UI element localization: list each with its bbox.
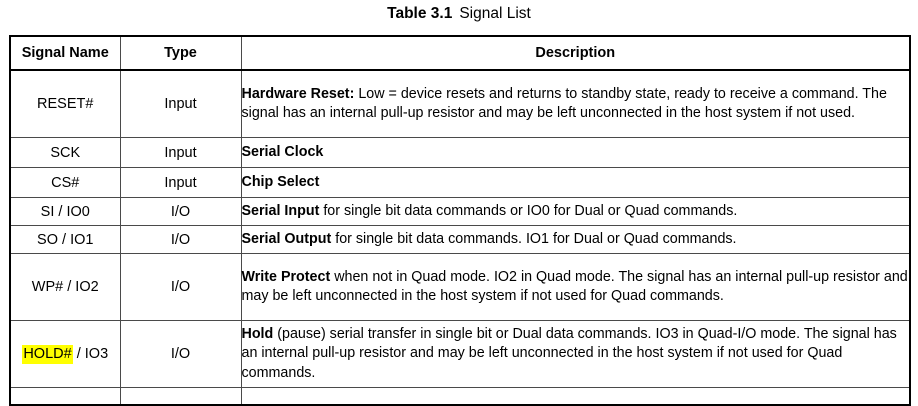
table-header-row: Signal Name Type Description <box>9 36 911 71</box>
table-header: Signal Name Type Description <box>9 36 911 71</box>
table-row: SI / IO0 I/O Serial Input for single bit… <box>9 197 911 226</box>
highlight-marker: HOLD# <box>22 345 73 364</box>
table-body: RESET# Input Hardware Reset: Low = devic… <box>9 69 911 406</box>
cell-description: Serial Clock <box>240 137 911 168</box>
cell-type: I/O <box>119 320 242 388</box>
table-row: SCK Input Serial Clock <box>9 137 911 168</box>
cell-signal-name: SCK <box>9 137 121 168</box>
description-term: Hold <box>241 326 274 343</box>
cell-type: Input <box>119 69 242 138</box>
cell-signal-name: WP# / IO2 <box>9 253 121 321</box>
signal-name-suffix: / IO3 <box>72 346 109 362</box>
cell-signal-name: HOLD# / IO3 <box>9 320 121 388</box>
table-caption-label: Table 3.1 <box>387 5 453 22</box>
description-term: Chip Select <box>241 173 320 190</box>
signal-list-table: Signal Name Type Description RESET# Inpu… <box>9 35 911 406</box>
cell-description: Write Protect when not in Quad mode. IO2… <box>240 253 911 321</box>
table-row: SO / IO1 I/O Serial Output for single bi… <box>9 225 911 254</box>
description-body: when not in Quad mode. IO2 in Quad mode.… <box>241 268 908 304</box>
description-term: Hardware Reset: <box>241 85 355 102</box>
description-term: Write Protect <box>241 268 331 285</box>
cell-type: I/O <box>119 197 242 226</box>
description-body: for single bit data commands or IO0 for … <box>319 202 738 219</box>
cell-signal-name: RESET# <box>9 69 121 138</box>
cell-description: Serial Input for single bit data command… <box>240 197 911 226</box>
cell-type: Input <box>119 137 242 168</box>
table-caption-title: Signal List <box>459 5 531 22</box>
description-body: Low = device resets and returns to stand… <box>241 85 887 121</box>
cell-description: Chip Select <box>240 167 911 198</box>
table-row: WP# / IO2 I/O Write Protect when not in … <box>9 253 911 321</box>
table-row-highlighted: HOLD# / IO3 I/O Hold (pause) serial tran… <box>9 320 911 388</box>
description-body: (pause) serial transfer in single bit or… <box>241 326 897 381</box>
table-row-partial <box>9 387 911 406</box>
cell-signal-name: SO / IO1 <box>9 225 121 254</box>
cell-signal-name: CS# <box>9 167 121 198</box>
cell-description: Serial Output for single bit data comman… <box>240 225 911 254</box>
table-row: RESET# Input Hardware Reset: Low = devic… <box>9 69 911 138</box>
cell-description: Hold (pause) serial transfer in single b… <box>240 320 911 388</box>
table-row: CS# Input Chip Select <box>9 167 911 198</box>
description-body: for single bit data commands. IO1 for Du… <box>331 230 737 247</box>
signal-list-table-container: Signal Name Type Description RESET# Inpu… <box>9 35 911 406</box>
cell-signal-name <box>9 387 121 406</box>
cell-type: I/O <box>119 253 242 321</box>
cell-type: I/O <box>119 225 242 254</box>
cell-type <box>119 387 242 406</box>
cell-type: Input <box>119 167 242 198</box>
cell-signal-name: SI / IO0 <box>9 197 121 226</box>
column-header-description: Description <box>240 36 911 71</box>
description-term: Serial Input <box>241 202 320 219</box>
description-term: Serial Output <box>241 230 332 247</box>
cell-description <box>240 387 911 406</box>
column-header-type: Type <box>119 36 242 71</box>
table-caption: Table 3.1 Signal List <box>0 4 918 24</box>
cell-description: Hardware Reset: Low = device resets and … <box>240 69 911 138</box>
column-header-signal-name: Signal Name <box>9 36 121 71</box>
description-term: Serial Clock <box>241 143 324 160</box>
